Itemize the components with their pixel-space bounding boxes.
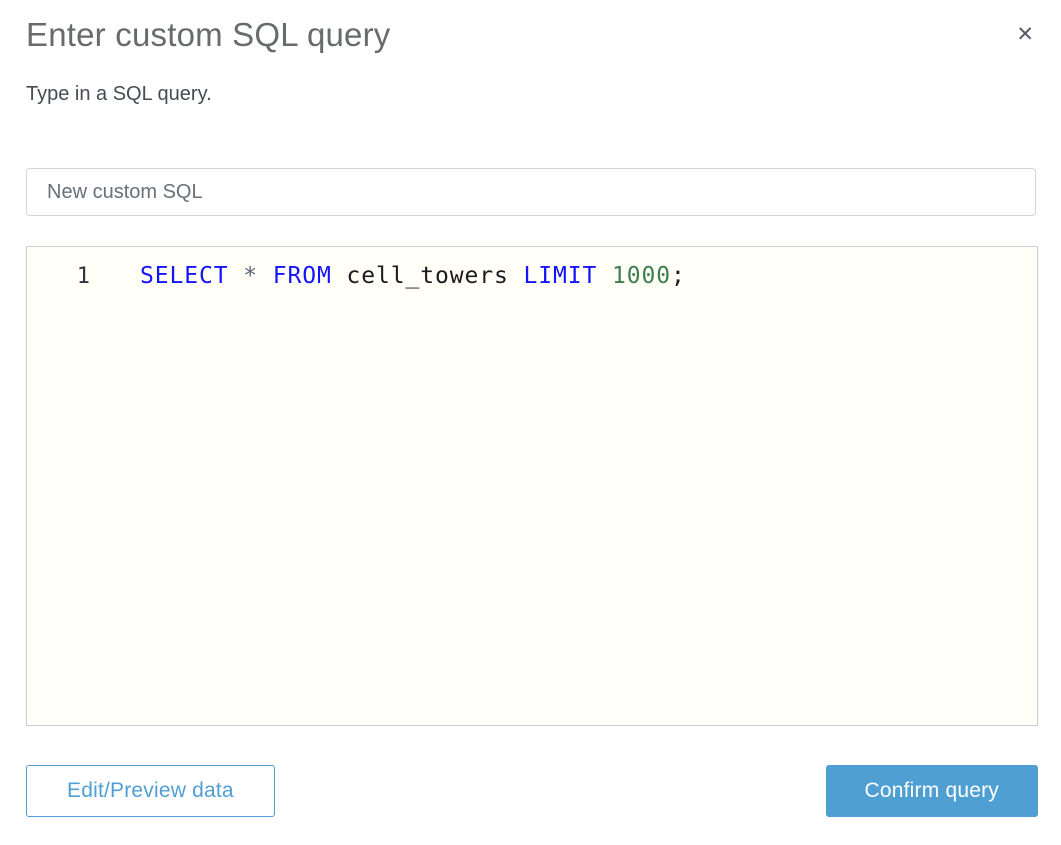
dialog-footer: Edit/Preview data Confirm query <box>26 765 1038 817</box>
dialog-header: Enter custom SQL query ✕ <box>26 16 1036 54</box>
code-token-keyword: SELECT <box>140 263 229 289</box>
dialog-subtitle: Type in a SQL query. <box>26 83 212 105</box>
page-title: Enter custom SQL query <box>26 16 391 53</box>
code-token-keyword: FROM <box>272 263 332 289</box>
code-token-space <box>597 263 612 289</box>
edit-preview-data-button[interactable]: Edit/Preview data <box>26 765 275 817</box>
code-line: 1 SELECT * FROM cell_towers LIMIT 1000; <box>27 261 1037 292</box>
code-token-keyword: LIMIT <box>523 263 598 289</box>
query-name-input[interactable] <box>26 168 1036 216</box>
code-token-punctuation: ; <box>670 263 686 289</box>
code-token-number: 1000 <box>611 263 671 289</box>
code-token-operator: * <box>243 263 258 289</box>
confirm-query-button[interactable]: Confirm query <box>825 765 1038 817</box>
close-icon[interactable]: ✕ <box>1014 18 1036 51</box>
code-token-space <box>228 263 243 289</box>
code-token-identifier: cell_towers <box>331 263 524 289</box>
code-text: SELECT * FROM cell_towers LIMIT 1000; <box>140 261 686 291</box>
line-number: 1 <box>76 264 90 289</box>
code-token-space <box>258 263 273 289</box>
sql-editor[interactable]: 1 SELECT * FROM cell_towers LIMIT 1000; <box>26 246 1038 726</box>
